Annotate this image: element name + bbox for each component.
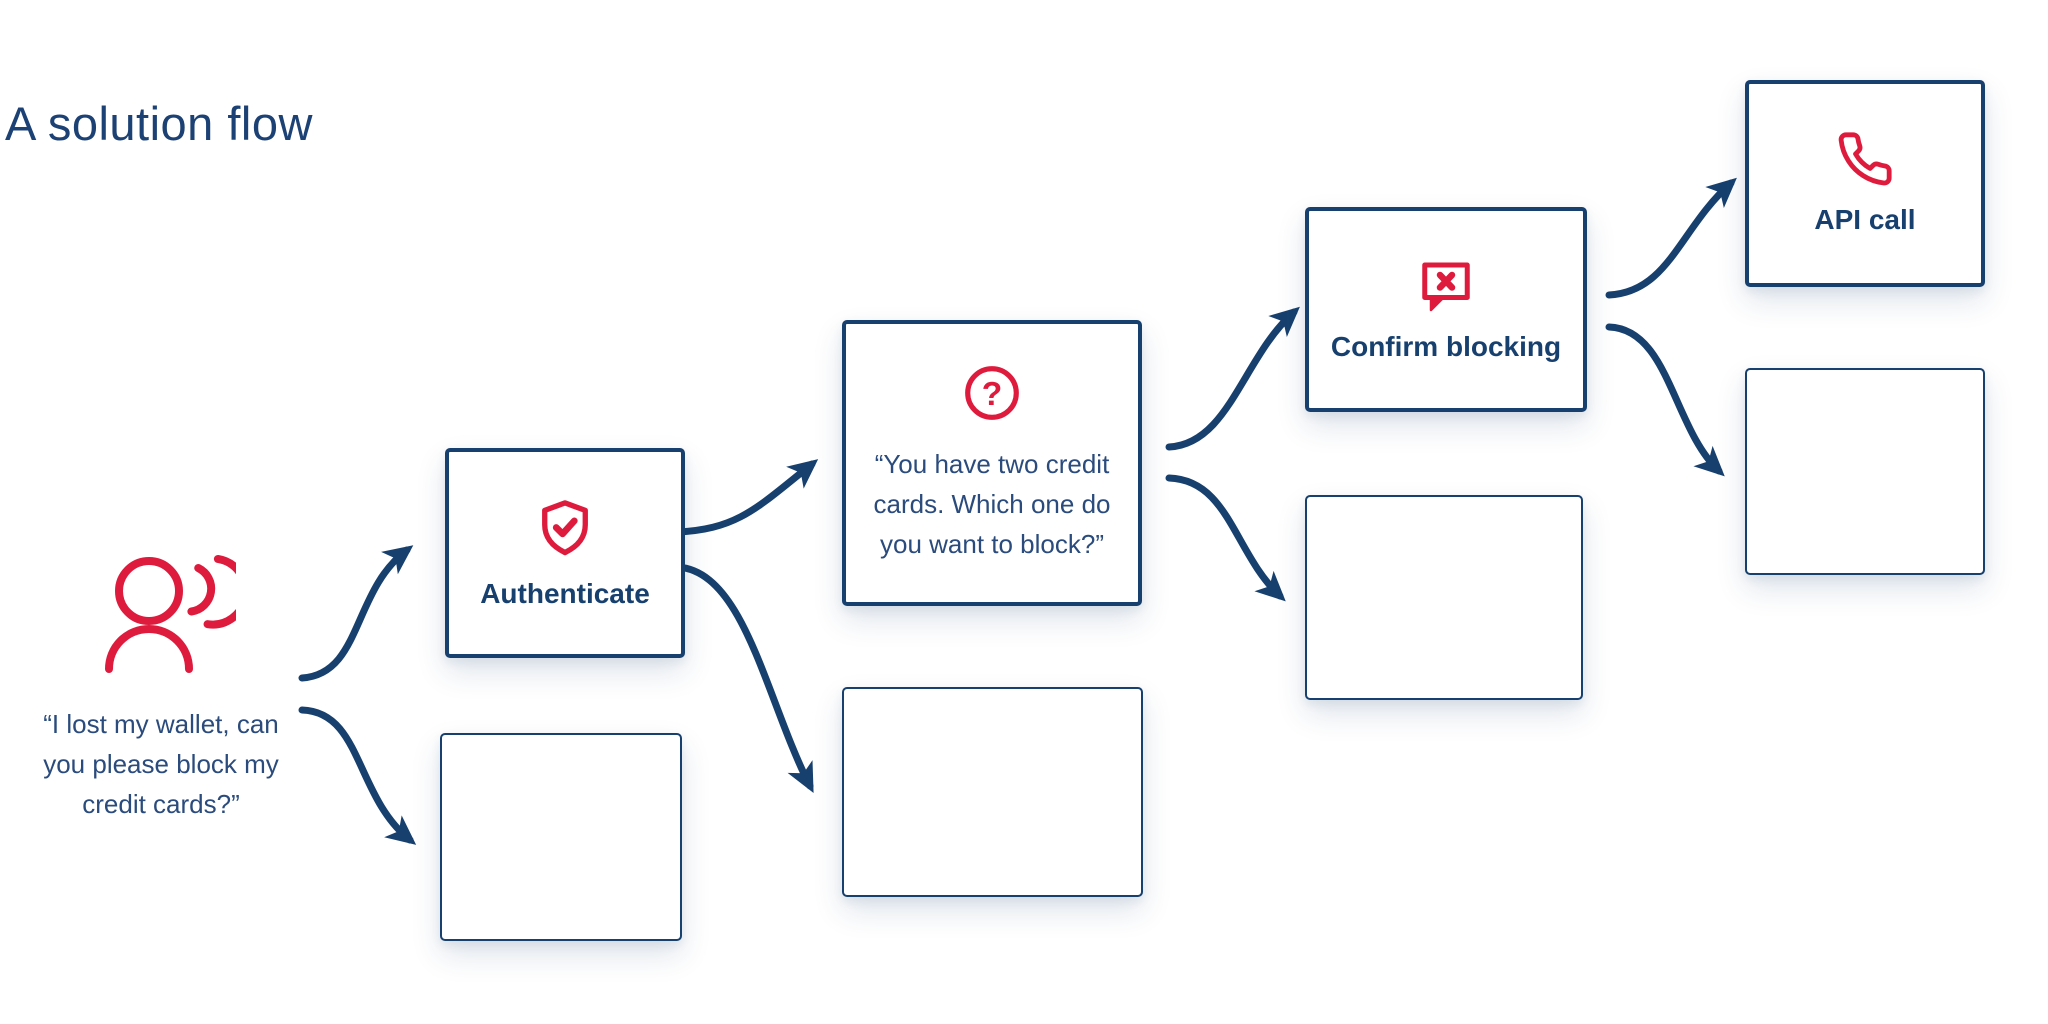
user-quote: “I lost my wallet, can you please block …: [43, 709, 279, 820]
node-question: ? “You have two credit cards. Which one …: [842, 320, 1142, 606]
arrow-question-to-confirm: [1165, 306, 1300, 451]
node-confirm-blocking-label: Confirm blocking: [1330, 331, 1562, 363]
arrow-question-to-empty-branch: [1165, 474, 1286, 602]
arrow-confirm-to-api: [1605, 177, 1737, 299]
arrow-authenticate-to-empty-branch: [674, 563, 814, 794]
message-x-icon: [1422, 262, 1470, 312]
person-speaking-icon: [105, 554, 236, 673]
node-api-call-label: API call: [1814, 204, 1916, 236]
empty-branch-node-2: [842, 687, 1143, 897]
phone-icon: [1838, 132, 1892, 186]
empty-branch-node-3: [1305, 495, 1583, 700]
page-title: A solution flow: [5, 97, 313, 150]
node-authenticate: Authenticate: [445, 448, 685, 658]
node-confirm-blocking: Confirm blocking: [1305, 207, 1587, 412]
arrow-user-to-authenticate: [298, 545, 414, 682]
svg-text:?: ?: [982, 376, 1003, 413]
arrow-confirm-to-empty-branch: [1605, 323, 1725, 477]
empty-branch-node-1: [440, 733, 682, 941]
empty-branch-node-4: [1745, 368, 1985, 575]
arrow-user-to-empty-branch: [298, 706, 417, 845]
user-node: “I lost my wallet, can you please block …: [30, 540, 292, 824]
arrow-authenticate-to-question: [674, 459, 819, 536]
node-api-call: API call: [1745, 80, 1985, 287]
node-authenticate-label: Authenticate: [480, 577, 650, 609]
shield-check-icon: [542, 500, 588, 556]
node-question-quote: “You have two credit cards. Which one do…: [873, 448, 1111, 560]
question-circle-icon: ?: [965, 366, 1019, 420]
